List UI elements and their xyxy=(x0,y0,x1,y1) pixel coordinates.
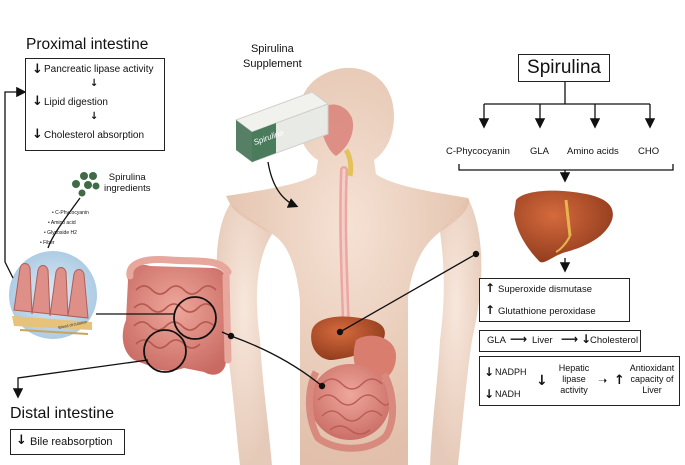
proximal-box: ↓ Pancreatic lipase activity ↓ ↓ Lipid d… xyxy=(25,58,165,151)
arrow-down-icon: ↓ xyxy=(484,365,495,379)
arrow-right-icon: ⟶ xyxy=(561,332,579,346)
ingredient-item: • C-Phycocyanin xyxy=(52,210,89,216)
proximal-item-3: Cholesterol absorption xyxy=(44,130,145,141)
component-c-phycocyanin: C-Phycocyanin xyxy=(446,146,510,157)
enzyme-sod: Superoxide dismutase xyxy=(498,284,592,295)
ingredients-title-line2: ingredients xyxy=(104,183,151,194)
spirulina-title: Spirulina xyxy=(527,57,601,78)
arrow-up-icon: ↑ xyxy=(614,373,625,388)
supplement-line2: Supplement xyxy=(243,58,302,70)
component-amino-acids: Amino acids xyxy=(567,146,619,157)
enzymes-box: ↑ Superoxide dismutase ↑ Glutathione per… xyxy=(479,278,630,322)
enzyme-gpx: Glutathione peroxidase xyxy=(498,306,596,317)
arrow-down-icon: ↓ xyxy=(581,332,592,346)
proximal-item-1: Pancreatic lipase activity xyxy=(44,64,154,75)
distal-title: Distal intestine xyxy=(10,405,115,422)
arrow-down-icon: ↓ xyxy=(32,94,43,109)
arrow-down-icon: ↓ xyxy=(32,127,43,142)
arrow-right-icon: ➝ xyxy=(598,374,608,387)
arrow-down-icon: ↓ xyxy=(536,373,548,389)
connectors xyxy=(4,82,674,399)
bile-reabsorption-label: Bile reabsorption xyxy=(30,436,113,448)
supplement-box xyxy=(234,91,330,163)
component-cho: CHO xyxy=(638,146,660,157)
ingredient-item: • Amino acid xyxy=(48,220,76,226)
arrow-up-icon: ↑ xyxy=(485,303,496,317)
cholesterol-label: Cholesterol xyxy=(590,335,639,346)
spirulina-title-box: Spirulina xyxy=(518,54,610,82)
liver-label: Liver xyxy=(532,335,553,346)
proximal-title: Proximal intestine xyxy=(26,36,149,53)
human-body xyxy=(216,67,482,465)
ingredient-item: • Glycoside H2 xyxy=(44,230,77,236)
ingredients-title-line1: Spirulina xyxy=(108,172,146,183)
liver-illustration xyxy=(514,190,613,263)
arrow-down-icon: ↓ xyxy=(90,111,99,122)
arrow-down-icon: ↓ xyxy=(32,62,43,77)
ingredient-item: • Fiber xyxy=(40,240,55,246)
ingredients-list: • C-Phycocyanin • Amino acid • Glycoside… xyxy=(40,208,89,248)
supplement-line1: Spirulina xyxy=(250,43,294,55)
arrow-down-icon: ↓ xyxy=(90,78,99,89)
ingredient-dots xyxy=(72,172,100,197)
villi-illustration xyxy=(9,251,97,339)
nadh-label: NADH xyxy=(495,389,521,399)
gla-chain-box: GLA ⟶ Liver ⟶ ↓ Cholesterol xyxy=(479,330,641,352)
arrow-down-icon: ↓ xyxy=(16,433,27,448)
arrow-up-icon: ↑ xyxy=(485,281,496,295)
connector-dots xyxy=(227,250,480,390)
arrow-down-icon: ↓ xyxy=(484,387,495,401)
component-gla: GLA xyxy=(530,146,550,157)
ingredients-title: Spirulina ingredients xyxy=(104,172,150,194)
nadph-label: NADPH xyxy=(495,367,527,377)
supplement-label: Spirulina Supplement xyxy=(243,42,302,72)
arrow-right-icon: ⟶ xyxy=(510,332,528,346)
proximal-item-2: Lipid digestion xyxy=(44,97,108,108)
gla-label: GLA xyxy=(487,335,507,346)
intestine-illustration xyxy=(122,256,232,375)
distal-box: ↓ Bile reabsorption xyxy=(10,429,125,455)
